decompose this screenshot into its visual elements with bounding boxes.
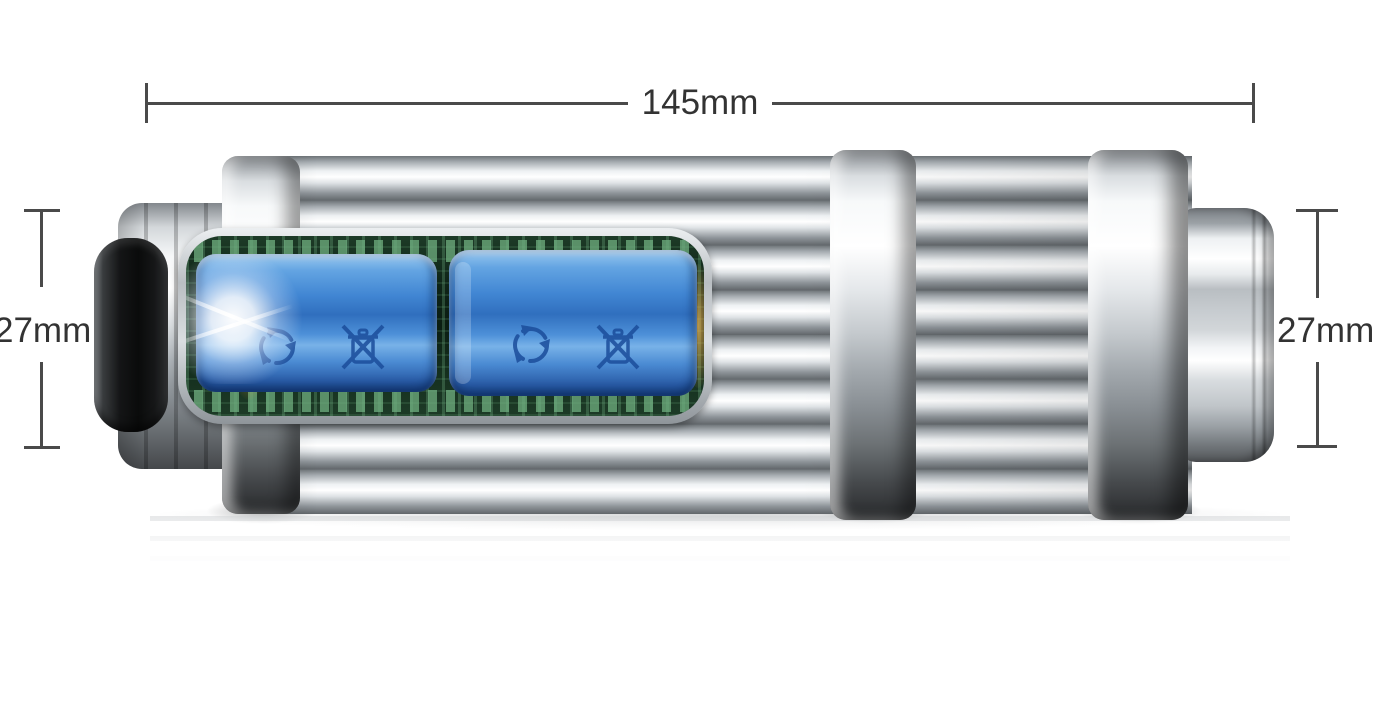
right-dim-lower-line bbox=[1316, 362, 1319, 446]
left-dim-upper-line bbox=[40, 212, 43, 287]
battery-2-cap bbox=[455, 262, 471, 384]
left-diameter-label: 27mm bbox=[0, 311, 92, 350]
length-dimension-label: 145mm bbox=[641, 83, 759, 122]
spark-flare bbox=[186, 254, 308, 384]
left-dim-top-tick bbox=[24, 209, 60, 212]
cutaway-window bbox=[186, 236, 704, 416]
right-dim-bottom-tick bbox=[1297, 445, 1337, 448]
recycling-icon bbox=[513, 325, 550, 363]
left-dim-lower-line bbox=[40, 362, 43, 446]
dimension-tick-right bbox=[1252, 83, 1255, 123]
right-dim-upper-line bbox=[1316, 212, 1319, 298]
dimension-line-right-segment bbox=[772, 101, 1252, 105]
dimension-tick-left bbox=[145, 83, 148, 123]
tail-flange-ring bbox=[1088, 150, 1188, 520]
battery-2 bbox=[449, 250, 697, 396]
right-dim-top-tick bbox=[1296, 209, 1338, 212]
crossed-bin-icon bbox=[341, 324, 385, 370]
lens-aperture bbox=[94, 238, 168, 432]
tail-cap bbox=[1178, 208, 1274, 462]
device-reflection-fade bbox=[150, 516, 1290, 576]
left-dim-bottom-tick bbox=[24, 446, 60, 449]
right-diameter-label: 27mm bbox=[1277, 311, 1375, 350]
flare-streak bbox=[186, 304, 294, 348]
middle-flange-ring bbox=[830, 150, 916, 520]
crossed-bin-icon bbox=[596, 324, 640, 370]
length-dimension: 145mm bbox=[145, 82, 1255, 124]
tail-cap-grooves bbox=[1178, 208, 1274, 462]
dimension-line-left-segment bbox=[148, 101, 628, 105]
